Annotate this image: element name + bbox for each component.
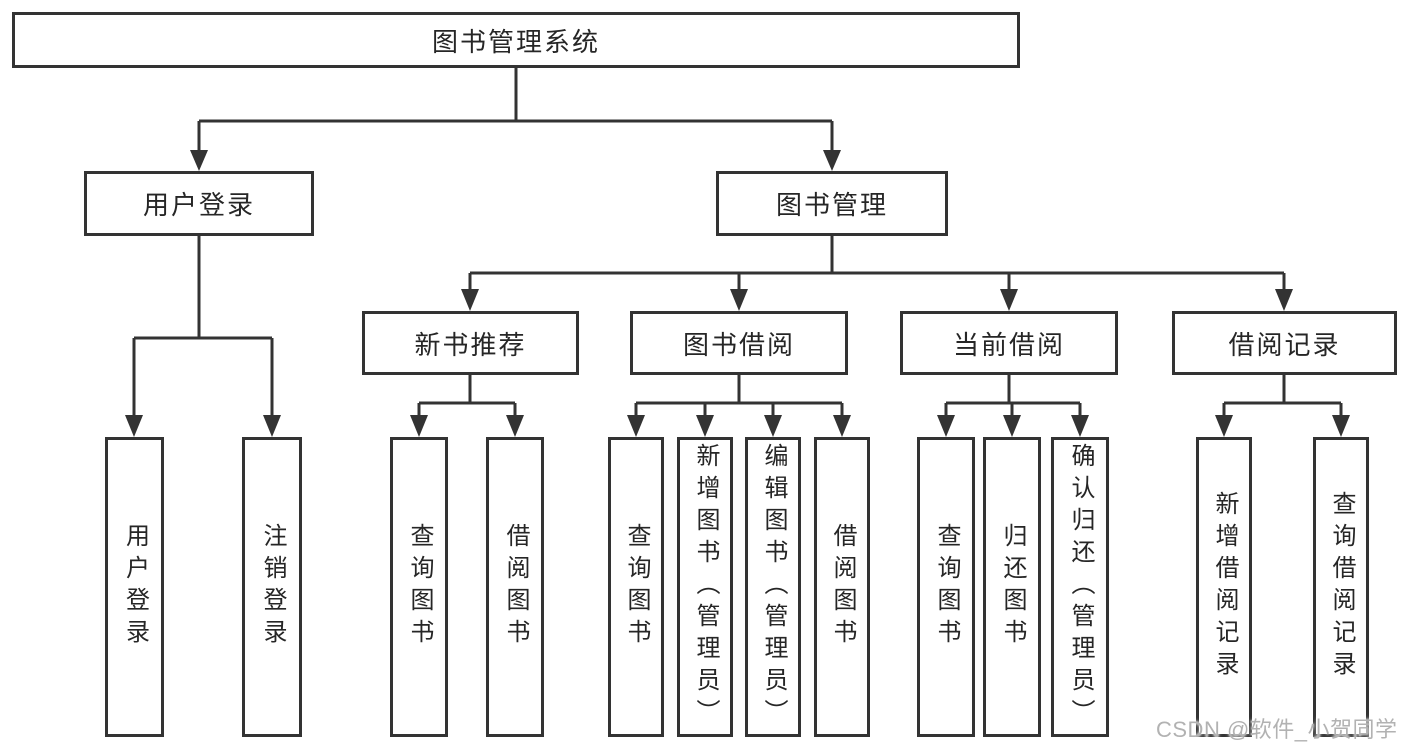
- leaf-user-login: 用户登录: [105, 437, 164, 737]
- connector-line: [132, 236, 274, 416]
- leaf-query-books-borrow: 查询图书: [608, 437, 664, 737]
- arrowhead: [461, 289, 479, 311]
- arrowhead: [1000, 289, 1018, 311]
- leaf-query-books-recommend: 查询图书: [390, 437, 448, 737]
- node-current-borrowing: 当前借阅: [900, 311, 1118, 375]
- connector-line: [417, 375, 517, 416]
- node-new-book-recommendation: 新书推荐: [362, 311, 579, 375]
- leaf-edit-book-admin: 编辑图书（管理员）: [745, 437, 801, 737]
- connector-management-to-level3: [461, 236, 1293, 311]
- leaf-logout: 注销登录: [242, 437, 302, 737]
- node-user-login: 用户登录: [84, 171, 314, 236]
- leaf-label: 查询借阅记录: [1328, 491, 1355, 683]
- arrowhead: [1275, 289, 1293, 311]
- leaf-borrow-books: 借阅图书: [814, 437, 870, 737]
- arrowhead: [937, 415, 955, 437]
- leaf-confirm-return-admin: 确认归还（管理员）: [1051, 437, 1109, 737]
- arrowhead: [833, 415, 851, 437]
- arrowhead: [1071, 415, 1089, 437]
- connector-login-to-leaves: [125, 236, 281, 437]
- leaf-label: 新增借阅记录: [1211, 491, 1238, 683]
- arrowhead: [125, 415, 143, 437]
- arrowhead: [1332, 415, 1350, 437]
- leaf-label: 编辑图书（管理员）: [760, 443, 787, 731]
- arrowhead: [190, 150, 208, 171]
- leaf-label: 借阅图书: [502, 523, 529, 651]
- connector-line: [944, 375, 1082, 416]
- leaf-label: 借阅图书: [829, 523, 856, 651]
- leaf-label: 注销登录: [259, 523, 286, 651]
- leaf-query-books-current: 查询图书: [917, 437, 975, 737]
- leaf-label: 查询图书: [933, 523, 960, 651]
- leaf-borrow-books-recommend: 借阅图书: [486, 437, 544, 737]
- leaf-label: 归还图书: [999, 523, 1026, 651]
- connector-line: [634, 375, 844, 416]
- connector-recommend-to-leaves: [410, 375, 524, 437]
- leaf-add-book-admin: 新增图书（管理员）: [677, 437, 733, 737]
- node-library-management-system: 图书管理系统: [12, 12, 1020, 68]
- arrowhead: [764, 415, 782, 437]
- arrowhead: [627, 415, 645, 437]
- leaf-label: 确认归还（管理员）: [1067, 443, 1094, 731]
- connector-line: [468, 236, 1286, 290]
- leaf-return-book: 归还图书: [983, 437, 1041, 737]
- node-book-management: 图书管理: [716, 171, 948, 236]
- arrowhead: [506, 415, 524, 437]
- leaf-label: 查询图书: [406, 523, 433, 651]
- leaf-label: 用户登录: [121, 523, 149, 651]
- arrowhead: [730, 289, 748, 311]
- arrowhead: [410, 415, 428, 437]
- arrowhead: [696, 415, 714, 437]
- connector-current-to-leaves: [937, 375, 1089, 437]
- connector-root-to-level2: [190, 68, 841, 171]
- watermark: CSDN @软件_小贺同学: [1156, 717, 1398, 742]
- leaf-label: 查询图书: [623, 523, 650, 651]
- arrowhead: [1003, 415, 1021, 437]
- arrowhead: [1215, 415, 1233, 437]
- leaf-query-borrow-record: 查询借阅记录: [1313, 437, 1369, 737]
- connector-line: [1222, 375, 1343, 416]
- arrowhead: [263, 415, 281, 437]
- arrowhead: [823, 150, 841, 171]
- node-borrowing-records: 借阅记录: [1172, 311, 1397, 375]
- connector-records-to-leaves: [1215, 375, 1350, 437]
- connector-borrow-to-leaves: [627, 375, 851, 437]
- connector-line: [197, 68, 834, 151]
- leaf-add-borrow-record: 新增借阅记录: [1196, 437, 1252, 737]
- node-book-borrowing: 图书借阅: [630, 311, 848, 375]
- leaf-label: 新增图书（管理员）: [692, 443, 719, 731]
